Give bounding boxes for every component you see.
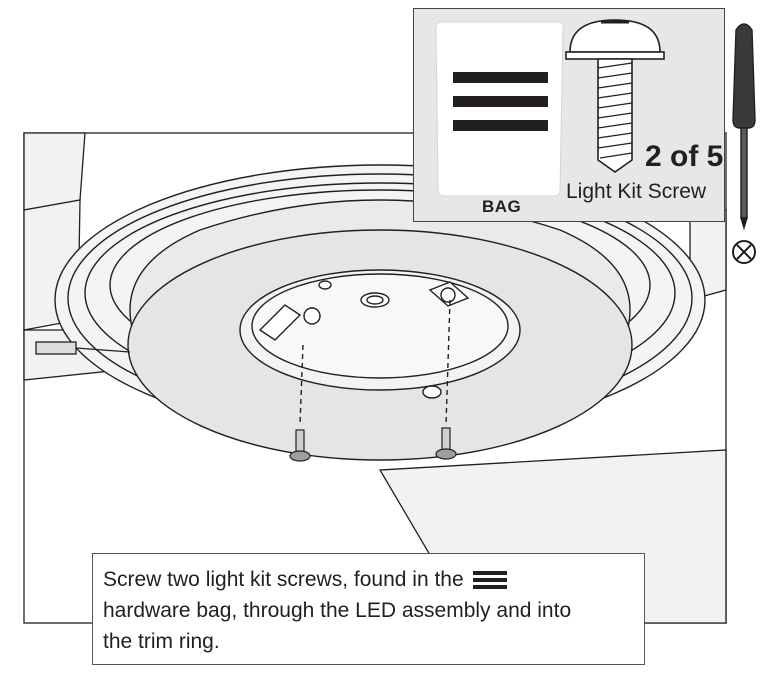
hardware-count: 2 of 5 (645, 140, 724, 173)
three-bar-bag-icon (472, 571, 507, 590)
hardware-part-name: Light Kit Screw (566, 180, 707, 203)
screwdriver-icon (732, 23, 756, 231)
instruction-line-1: Screw two light kit screws, found in the (103, 564, 644, 595)
led-assembly (127, 199, 633, 461)
instruction-caption: Screw two light kit screws, found in the… (92, 553, 645, 665)
instruction-line-3: the trim ring. (103, 630, 220, 653)
phillips-head-icon (732, 240, 756, 264)
bag-label: BAG (482, 197, 522, 216)
light-kit-screw-right (435, 427, 457, 460)
light-kit-screw-left (289, 429, 311, 462)
screw-guide-lines (299, 299, 451, 426)
hardware-bag-icon (435, 21, 564, 197)
instruction-line-2: hardware bag, through the LED assembly a… (103, 599, 572, 622)
wire-lead (35, 341, 131, 355)
screw-icon (565, 19, 665, 173)
